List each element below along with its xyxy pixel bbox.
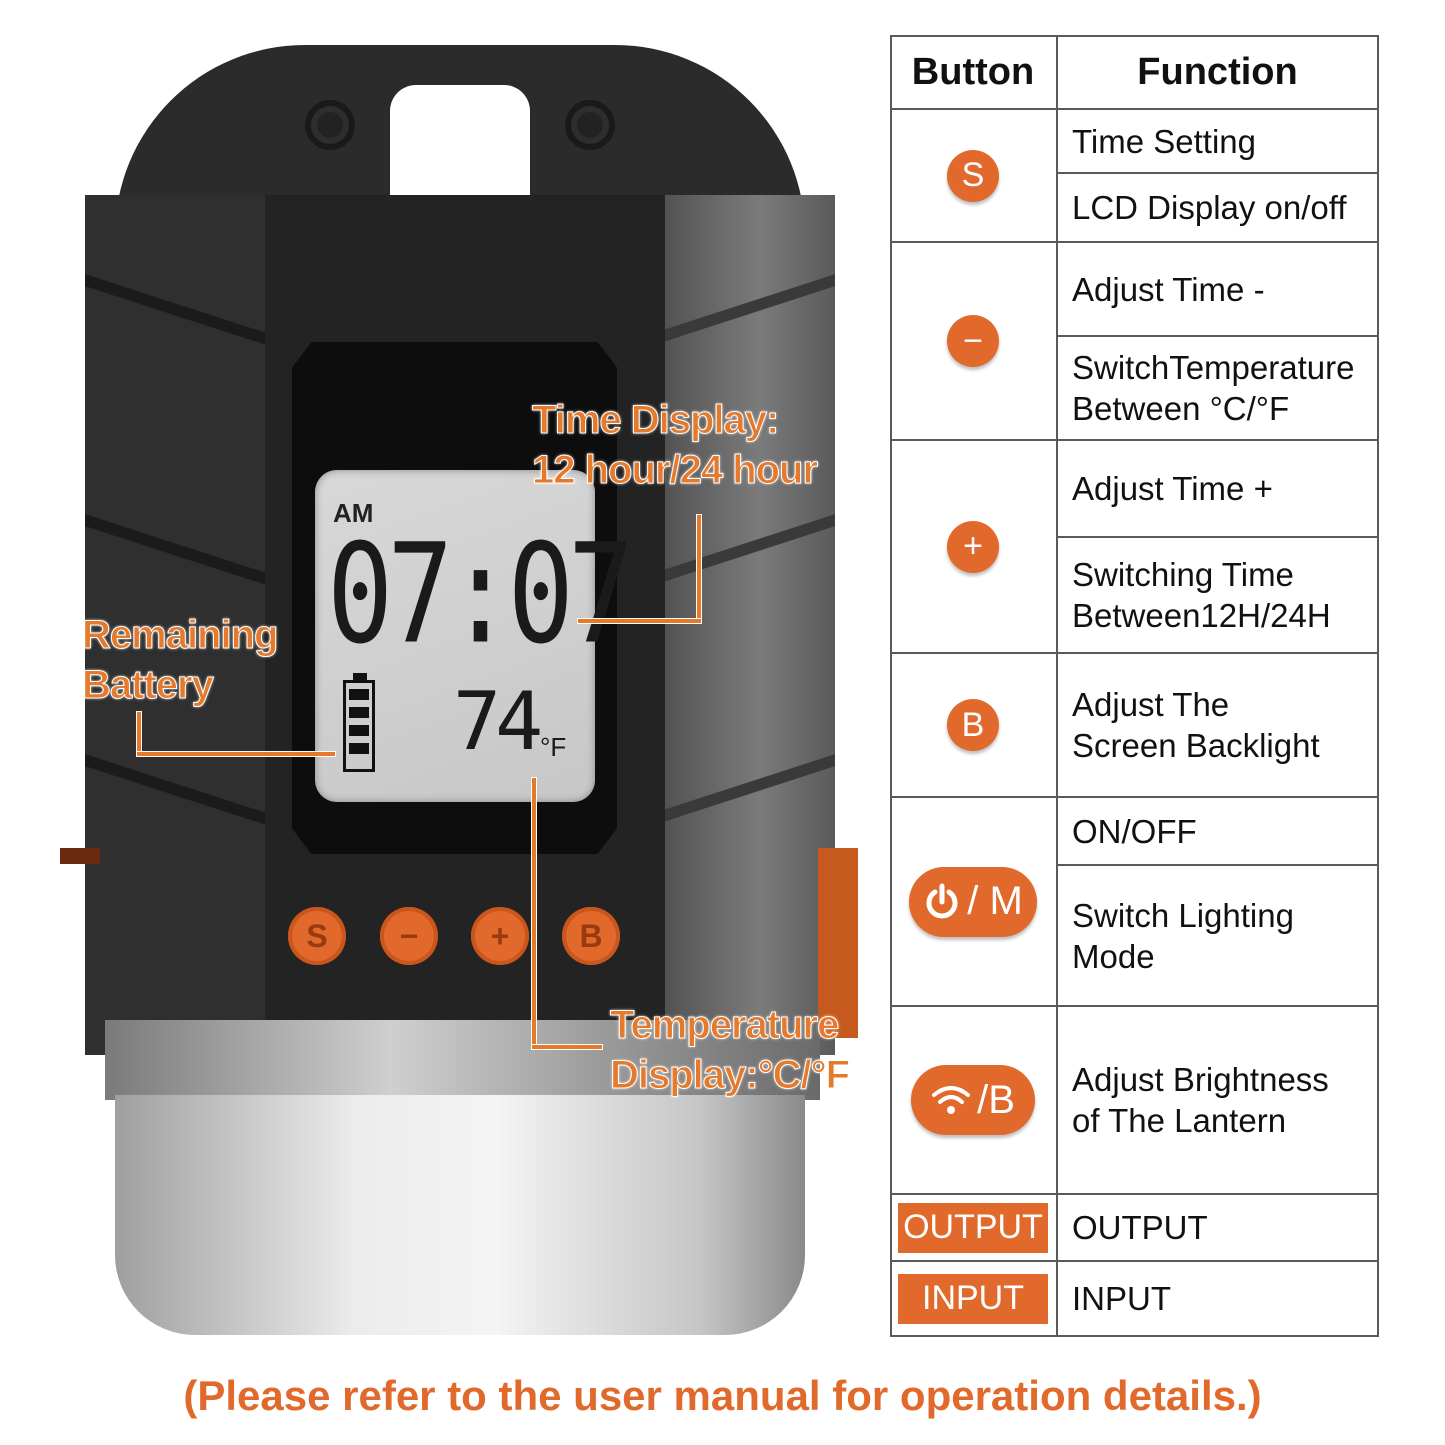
device-b-button: B: [562, 907, 620, 965]
screw-icon: [565, 100, 615, 150]
lcd-temperature: 74: [453, 675, 543, 768]
output-tag: OUTPUT: [898, 1202, 1048, 1253]
time-display-callout: Time Display: 12 hour/24 hour: [531, 398, 818, 493]
device-minus-button: −: [380, 907, 438, 965]
table-row-input: INPUT: [890, 1262, 1056, 1335]
plus-button-icon: +: [947, 520, 999, 573]
hanging-loop: [390, 85, 530, 195]
lantern-device-illustration: AM 07:07 74 °F S − + B: [60, 45, 860, 1345]
side-tab: [60, 848, 100, 864]
screw-icon: [305, 100, 355, 150]
table-row-b-button: B: [890, 654, 1056, 796]
header-button: Button: [911, 51, 1035, 93]
function-cell: Time Setting: [1072, 122, 1257, 160]
wifi-icon: [932, 1086, 971, 1114]
function-cell: Adjust Brightness of The Lantern: [1072, 1061, 1329, 1139]
function-cell: Adjust Time +: [1072, 470, 1273, 507]
function-cell: SwitchTemperature Between °C/°F: [1072, 349, 1355, 427]
function-cell: Switching Time Between12H/24H: [1072, 556, 1331, 634]
battery-callout: Remaining Battery: [81, 613, 278, 708]
metal-band: [105, 1020, 820, 1100]
device-right-panel: [645, 195, 835, 1055]
device-plus-button: +: [471, 907, 529, 965]
device-s-button: S: [288, 907, 346, 965]
s-button-icon: S: [947, 149, 999, 202]
function-cell: INPUT: [1072, 1280, 1171, 1317]
function-cell: OUTPUT: [1072, 1209, 1208, 1246]
function-cell: Adjust The Screen Backlight: [1072, 686, 1320, 764]
lamp-diffuser: [115, 1095, 805, 1335]
function-cell: Adjust Time -: [1072, 270, 1265, 308]
power-mode-label: / M: [967, 879, 1023, 923]
table-row-plus-button: +: [890, 441, 1056, 652]
temperature-callout: Temperature Display:°C/°F: [609, 1003, 850, 1098]
input-tag: INPUT: [898, 1273, 1048, 1324]
lcd-time: 07:07: [327, 514, 634, 674]
function-cell: ON/OFF: [1072, 812, 1197, 850]
footer-note: (Please refer to the user manual for ope…: [183, 1372, 1262, 1419]
table-row-output: OUTPUT: [890, 1195, 1056, 1260]
device-left-panel: [85, 195, 275, 1055]
b-button-icon: B: [947, 699, 999, 751]
button-function-table: Button Function S Time Setting LCD Displ…: [890, 35, 1379, 1337]
power-mode-button: / M: [909, 866, 1037, 937]
battery-icon: [343, 673, 375, 772]
minus-button-icon: −: [947, 315, 999, 367]
function-cell: LCD Display on/off: [1072, 189, 1347, 226]
header-function: Function: [1137, 51, 1298, 93]
table-row-brightness-button: /B: [890, 1007, 1056, 1193]
power-icon: [926, 883, 958, 918]
table-row-minus-button: −: [890, 243, 1056, 439]
brightness-button: /B: [911, 1065, 1035, 1135]
brightness-label: /B: [977, 1077, 1015, 1122]
table-row-s-button: S: [890, 110, 1056, 241]
table-row-power-button: / M: [890, 798, 1056, 1005]
lcd-temperature-unit: °F: [540, 732, 567, 762]
side-tab: [818, 848, 858, 1038]
lcd-screen: AM 07:07 74 °F: [315, 470, 634, 802]
function-cell: Switch Lighting Mode: [1072, 896, 1294, 975]
lcd-ampm: AM: [333, 498, 374, 528]
